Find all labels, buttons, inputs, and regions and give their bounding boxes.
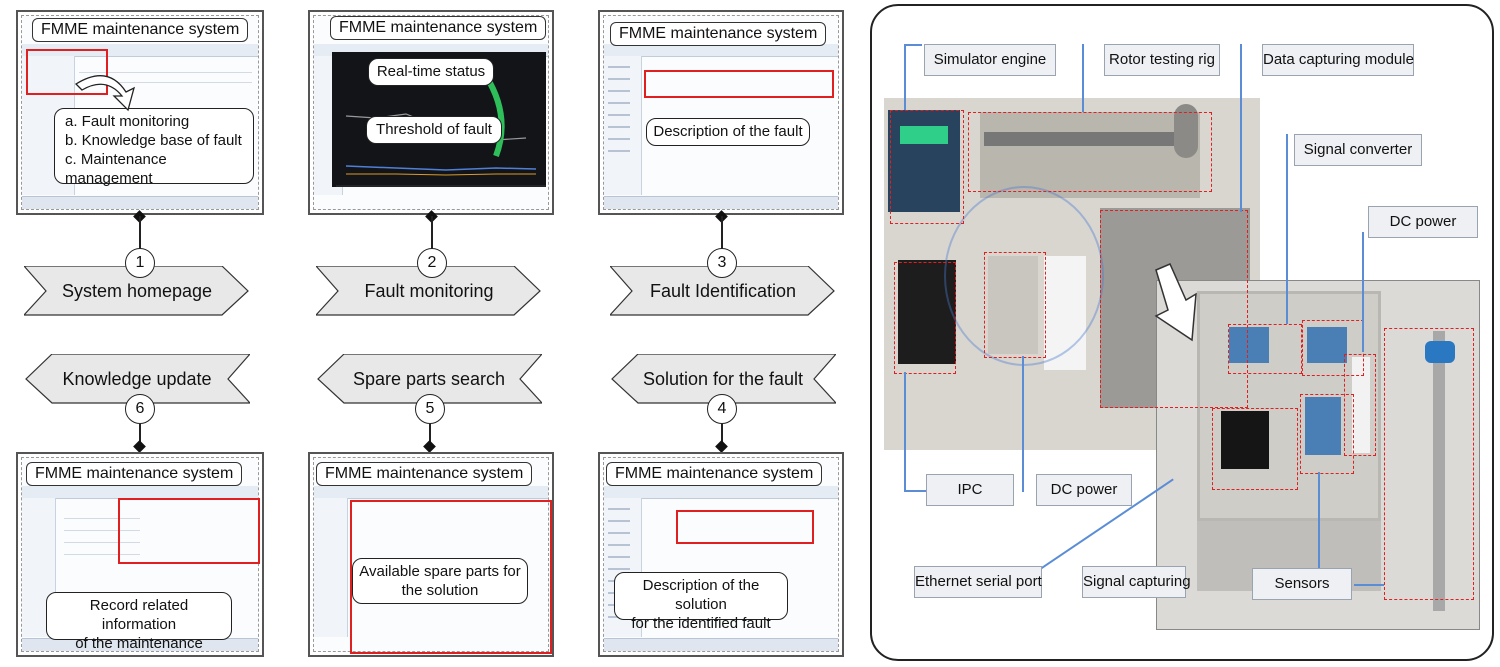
system-title: FMME maintenance system	[606, 462, 823, 486]
step-banner-2: Fault monitoring	[316, 266, 542, 316]
record-info-line-1: Record related information	[89, 597, 189, 633]
system-title: FMME maintenance system	[316, 462, 533, 486]
label-ethernet-serial-port: Ethernet serial port	[914, 566, 1042, 598]
connector-line	[721, 216, 723, 250]
leader-line	[1286, 134, 1288, 324]
step-banner-6: Knowledge update	[24, 354, 250, 404]
zoom-arrow-icon	[1154, 263, 1197, 342]
label-dc-power-bottom: DC power	[1036, 474, 1132, 506]
step-banner-4: Solution for the fault	[610, 354, 836, 404]
spare-parts-callout: Available spare parts for the solution	[352, 558, 528, 604]
signal-converter-outline	[1228, 324, 1302, 374]
data-capturing-outline	[1100, 210, 1248, 408]
step-label-3: Fault Identification	[649, 281, 797, 301]
leader-line	[904, 44, 922, 46]
record-info-callout: Record related information of the mainte…	[46, 592, 232, 652]
leader-line	[1082, 44, 1084, 112]
menu-item-maintenance-management: c. Maintenance management	[65, 151, 167, 187]
fault-row-highlight	[644, 70, 834, 98]
spare-parts-table-highlight	[350, 500, 552, 654]
label-dc-power-right: DC power	[1368, 206, 1478, 238]
fault-description-callout: Description of the fault	[646, 118, 810, 146]
step-label-4: Solution for the fault	[642, 369, 804, 389]
label-ipc: IPC	[926, 474, 1014, 506]
step-number-4: 4	[707, 394, 737, 424]
connector-line	[721, 424, 723, 446]
homepage-menu-callout: a. Fault monitoring b. Knowledge base of…	[54, 108, 254, 187]
rotor-rig-outline	[968, 112, 1212, 192]
leader-line	[904, 44, 906, 110]
threshold-callout: Threshold of fault	[366, 116, 502, 144]
curved-arrow-icon	[74, 75, 136, 112]
menu-item-fault-monitoring: a. Fault monitoring	[65, 113, 190, 130]
homepage-screenshot: FMME maintenance system a. Fault monitor…	[16, 10, 264, 215]
step-banner-3: Fault Identification	[610, 266, 836, 316]
knowledge-update-screenshot: FMME maintenance system Record related i…	[16, 452, 264, 657]
solution-screenshot: FMME maintenance system Description of t…	[598, 452, 844, 657]
step-label-5: Spare parts search	[352, 369, 506, 389]
leader-line	[1362, 232, 1364, 352]
connector-diamond	[715, 440, 728, 453]
label-rotor-testing-rig: Rotor testing rig	[1104, 44, 1220, 76]
sensors-outline	[1384, 328, 1474, 600]
label-signal-converter: Signal converter	[1294, 134, 1422, 166]
ethernet-port-outline	[1212, 408, 1298, 490]
fault-monitoring-screenshot: FMME maintenance system Real-time status…	[308, 10, 554, 215]
connector-line	[431, 216, 433, 250]
menu-item-knowledge-base: b. Knowledge base of fault	[65, 132, 242, 149]
solution-highlight	[676, 510, 814, 544]
step-label-2: Fault monitoring	[364, 281, 494, 301]
leader-line	[1022, 356, 1024, 492]
system-title: FMME maintenance system	[26, 462, 243, 486]
leader-line	[1354, 584, 1384, 586]
connector-diamond	[133, 440, 146, 453]
label-simulator-engine: Simulator engine	[924, 44, 1056, 76]
fault-identification-screenshot: FMME maintenance system Description of t…	[598, 10, 844, 215]
step-label-6: Knowledge update	[62, 369, 212, 389]
step-number-5: 5	[415, 394, 445, 424]
leader-line	[1240, 44, 1242, 212]
simulator-engine-outline	[890, 110, 964, 224]
solution-line-1: Description of the solution	[642, 577, 760, 613]
signal-capturing-outline	[1300, 394, 1354, 474]
label-sensors: Sensors	[1252, 568, 1352, 600]
label-signal-capturing: Signal capturing	[1082, 566, 1191, 598]
step-number-1: 1	[125, 248, 155, 278]
dc-power-outline	[984, 252, 1046, 358]
system-title: FMME maintenance system	[610, 22, 827, 46]
record-info-line-2: of the maintenance	[75, 635, 203, 652]
connector-line	[429, 424, 431, 446]
step-number-3: 3	[707, 248, 737, 278]
step-label-1: System homepage	[61, 281, 213, 301]
realtime-status-callout: Real-time status	[368, 58, 494, 86]
dc-power-inset-outline	[1344, 354, 1376, 456]
connector-diamond	[423, 440, 436, 453]
leader-line	[1318, 472, 1320, 568]
solution-description-callout: Description of the solution for the iden…	[614, 572, 788, 632]
connector-line	[139, 216, 141, 250]
spare-parts-line-1: Available spare parts for	[359, 563, 521, 580]
leader-line	[904, 490, 926, 492]
form-highlight	[118, 498, 260, 564]
label-data-capturing-module: Data capturing module	[1262, 44, 1414, 76]
step-banner-1: System homepage	[24, 266, 250, 316]
solution-line-2: for the identified fault	[631, 615, 771, 632]
system-title: FMME maintenance system	[330, 16, 547, 40]
step-banner-5: Spare parts search	[316, 354, 542, 404]
spare-parts-screenshot: FMME maintenance system Available spare …	[308, 452, 554, 657]
data-module-closeup-photo	[1156, 280, 1480, 630]
step-number-6: 6	[125, 394, 155, 424]
spare-parts-line-2: the solution	[401, 582, 479, 599]
menu-highlight	[26, 49, 108, 95]
connector-line	[139, 424, 141, 446]
leader-line	[904, 372, 906, 492]
step-number-2: 2	[417, 248, 447, 278]
system-title: FMME maintenance system	[32, 18, 249, 42]
ipc-outline	[894, 262, 956, 374]
